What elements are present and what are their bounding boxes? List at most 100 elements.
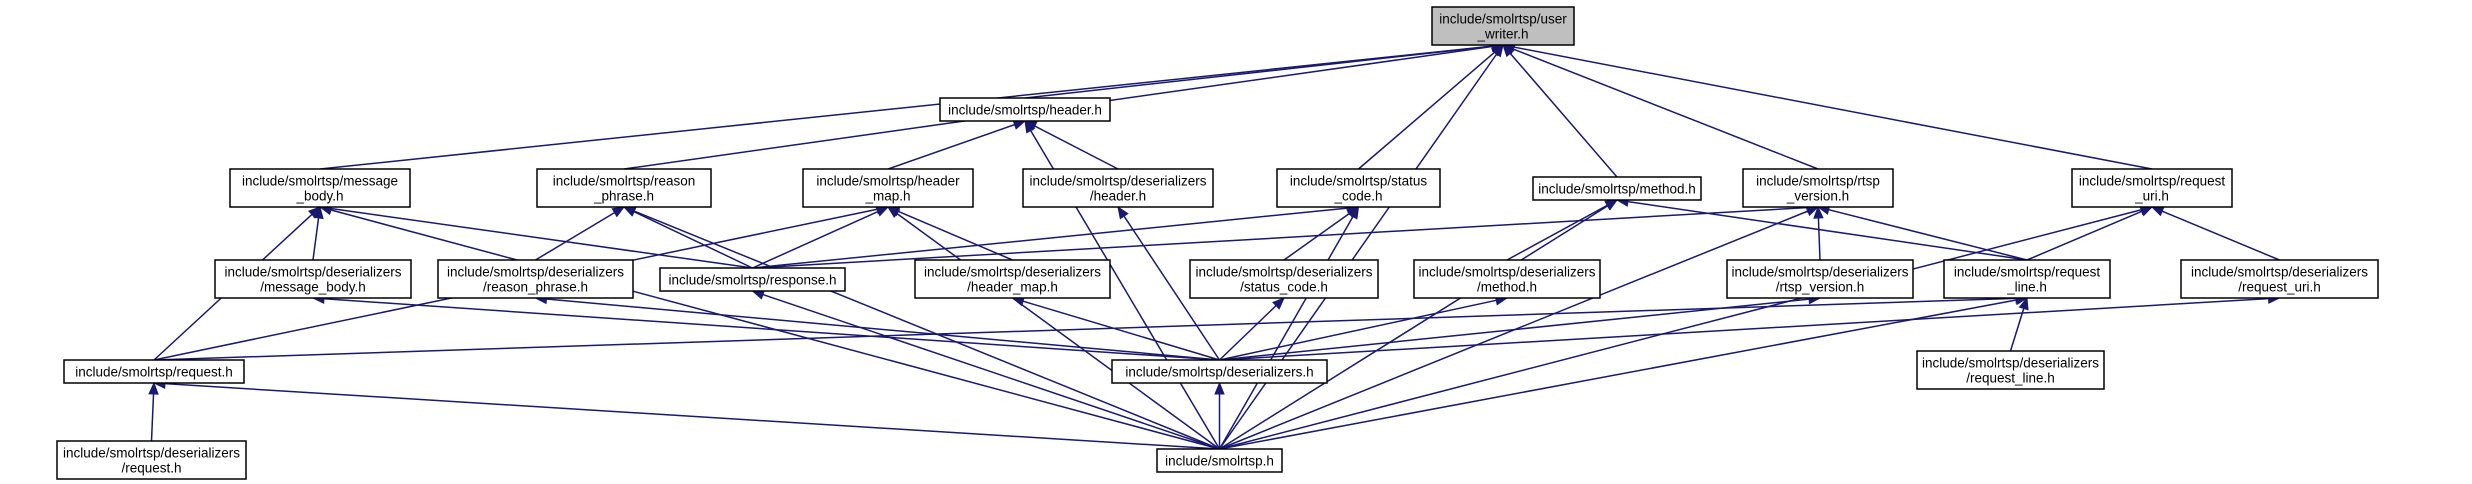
node-box — [1431, 6, 1575, 46]
node-label: /method.h — [1477, 280, 1537, 295]
edge-deser-request-to-request — [148, 381, 159, 442]
edge-line — [312, 217, 320, 261]
node-label: include/smolrtsp/deserializers — [63, 446, 240, 461]
node-box — [2180, 259, 2379, 299]
arrowhead — [1117, 205, 1129, 220]
edge-deserializers-to-deser-status-code — [1218, 297, 1285, 361]
node-message-body[interactable]: include/smolrtsp/message_body.h — [229, 168, 411, 208]
edge-line — [1513, 46, 2153, 170]
edge-line — [1219, 205, 1609, 450]
edge-line — [1219, 298, 1810, 361]
node-label: /request_line.h — [1966, 371, 2055, 386]
node-deser-rtsp-version[interactable]: include/smolrtsp/deserializers/rtsp_vers… — [1726, 259, 1914, 299]
edge-response-to-header-map — [752, 206, 890, 269]
node-deser-header-map[interactable]: include/smolrtsp/deserializers/header_ma… — [914, 259, 1111, 299]
node-deserializers[interactable]: include/smolrtsp/deserializers.h — [1111, 359, 1328, 384]
node-label: include/smolrtsp/rtsp — [1756, 174, 1880, 189]
node-label: /reason_phrase.h — [483, 280, 588, 295]
edge-smolrtsp-to-user-writer — [1218, 43, 1504, 450]
node-box — [939, 97, 1111, 122]
node-box — [659, 267, 846, 292]
node-box — [63, 359, 245, 384]
node-label: _map.h — [864, 189, 910, 204]
node-deser-request-uri[interactable]: include/smolrtsp/deserializers/request_u… — [2180, 259, 2379, 299]
node-box — [214, 259, 412, 299]
node-box — [1156, 448, 1283, 473]
edge-smolrtsp-to-request-uri — [1219, 204, 2154, 450]
node-label: /status_code.h — [1240, 280, 1328, 295]
edge-smolrtsp-to-request — [152, 378, 1220, 450]
node-request-uri[interactable]: include/smolrtsp/request_uri.h — [2071, 168, 2233, 208]
node-label: include/smolrtsp/deserializers — [1922, 356, 2099, 371]
edge-line — [2009, 308, 2025, 352]
node-box — [1943, 259, 2111, 299]
node-response[interactable]: include/smolrtsp/response.h — [659, 267, 846, 292]
node-label: include/smolrtsp/deserializers — [924, 265, 1101, 280]
node-status-code[interactable]: include/smolrtsp/status_code.h — [1276, 168, 1441, 208]
node-label: /header.h — [1090, 189, 1146, 204]
node-rtsp-version[interactable]: include/smolrtsp/rtsp_version.h — [1742, 168, 1894, 208]
edge-smolrtsp-to-rtsp-version — [1219, 206, 1820, 450]
node-label: include/smolrtsp/deserializers — [2191, 265, 2368, 280]
node-smolrtsp[interactable]: include/smolrtsp.h — [1156, 448, 1283, 473]
node-deser-method[interactable]: include/smolrtsp/deserializers/method.h — [1413, 259, 1601, 299]
node-deser-status-code[interactable]: include/smolrtsp/deserializers/status_co… — [1189, 259, 1379, 299]
node-label: include/smolrtsp/request — [2079, 174, 2226, 189]
arrowhead — [886, 206, 901, 219]
node-label: include/smolrtsp/deserializers — [1195, 265, 1372, 280]
edge-status-code-to-user-writer — [1358, 44, 1505, 170]
arrowhead — [611, 206, 626, 218]
edge-line — [897, 210, 1013, 261]
node-header-map[interactable]: include/smolrtsp/header_map.h — [802, 168, 974, 208]
node-user-writer[interactable]: include/smolrtsp/user_writer.h — [1431, 6, 1575, 46]
edge-deser-request-line-to-request-line — [2009, 296, 2029, 352]
edge-smolrtsp-to-status-code — [1218, 205, 1360, 450]
edge-line — [1022, 300, 1220, 361]
node-box — [229, 168, 411, 208]
node-request[interactable]: include/smolrtsp/request.h — [63, 359, 245, 384]
edge-line — [535, 212, 615, 261]
node-reason-phrase[interactable]: include/smolrtsp/reason_phrase.h — [536, 168, 712, 208]
node-box — [1742, 168, 1894, 208]
node-deser-reason-phrase[interactable]: include/smolrtsp/deserializers/reason_ph… — [437, 259, 634, 299]
edge-line — [1512, 48, 1819, 170]
node-deser-request[interactable]: include/smolrtsp/deserializers/request.h — [56, 440, 247, 480]
edge-line — [1219, 297, 2269, 361]
edge-message-body-to-user-writer — [319, 40, 1505, 170]
edge-request-uri-to-user-writer — [1501, 42, 2153, 170]
edge-line — [1219, 299, 1497, 361]
node-deser-request-line[interactable]: include/smolrtsp/deserializers/request_l… — [1916, 350, 2105, 390]
node-header[interactable]: include/smolrtsp/header.h — [939, 97, 1111, 122]
edge-deser-rtsp-version-to-rtsp-version — [1813, 205, 1824, 261]
edge-line — [150, 393, 155, 442]
edge-rtsp-version-to-user-writer — [1501, 44, 1819, 170]
node-label: /request_uri.h — [2238, 280, 2321, 295]
arrowhead — [1348, 205, 1360, 220]
edge-smolrtsp-to-method — [1219, 199, 1619, 450]
node-deser-header[interactable]: include/smolrtsp/deserializers/header.h — [1022, 168, 1214, 208]
node-request-line[interactable]: include/smolrtsp/request_line.h — [1943, 259, 2111, 299]
edge-line — [1034, 125, 1119, 170]
arrowhead — [148, 381, 159, 395]
node-box — [1413, 259, 1601, 299]
arrowhead — [1604, 199, 1619, 211]
node-method[interactable]: include/smolrtsp/method.h — [1532, 176, 1702, 201]
edge-line — [1283, 212, 1350, 261]
node-label: /message_body.h — [260, 280, 366, 295]
edge-deser-method-to-method — [1506, 199, 1619, 261]
file-nodes: include/smolrtsp/user_writer.h include/sm… — [56, 6, 2379, 480]
node-box — [1111, 359, 1328, 384]
edge-line — [762, 293, 1220, 450]
node-label: include/smolrtsp.h — [1165, 454, 1274, 469]
edge-line — [323, 298, 1220, 361]
edge-line — [2026, 210, 2143, 261]
edge-line — [887, 123, 1015, 170]
edge-line — [752, 207, 1348, 269]
edge-line — [1817, 217, 1821, 261]
node-box — [802, 168, 974, 208]
node-label: /header_map.h — [967, 280, 1058, 295]
node-label: include/smolrtsp/header — [816, 174, 960, 189]
node-deser-message-body[interactable]: include/smolrtsp/deserializers/message_b… — [214, 259, 412, 299]
edge-response-to-message-body — [318, 203, 753, 269]
